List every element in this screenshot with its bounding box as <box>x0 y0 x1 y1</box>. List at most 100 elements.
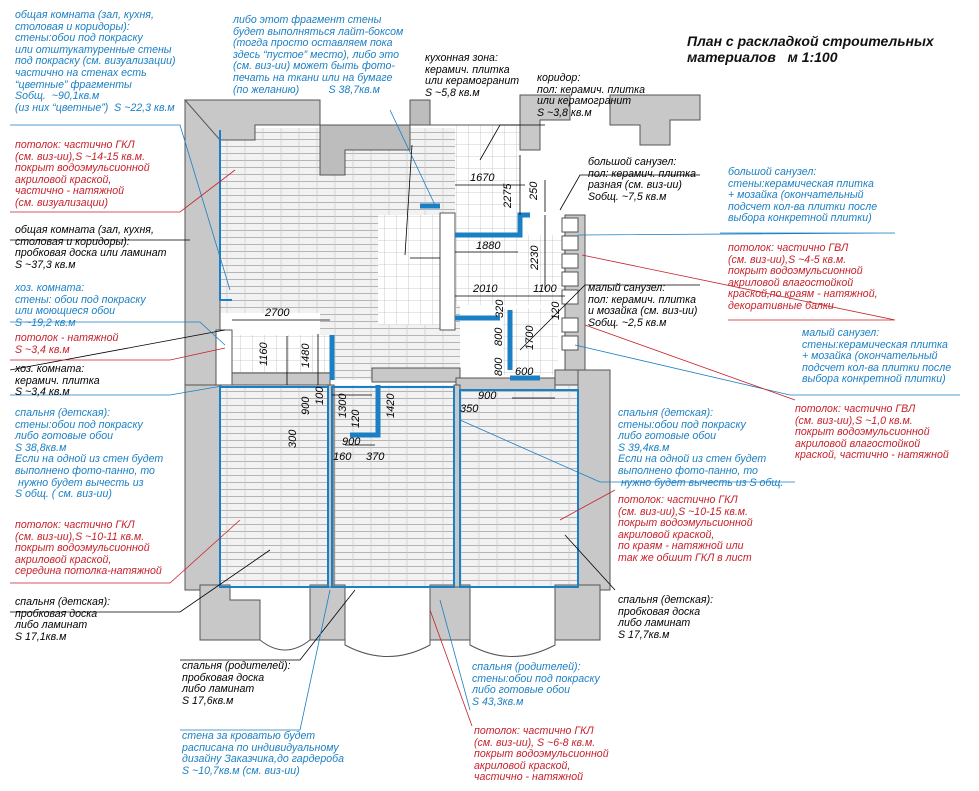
kids-bedroom-right-floor <box>460 385 578 587</box>
floor-areas <box>220 125 578 587</box>
leader-corridor <box>479 124 545 161</box>
wall-right <box>577 369 611 591</box>
dim-800-top: 800 <box>493 327 505 346</box>
rleader-kids-right <box>559 489 616 521</box>
note-kitchen-zone: кухонная зона: керамич. плитка или керам… <box>425 52 520 99</box>
wall-bottom-2 <box>309 584 346 641</box>
rleader-small-bath <box>584 324 796 401</box>
note-bed-wall: стена за кроватью будет расписана по инд… <box>182 730 344 777</box>
kids-right-outline <box>459 389 579 588</box>
dim-1420: 1420 <box>385 393 397 418</box>
note-big-bath-walls: большой санузел: стены:керамическая плит… <box>728 166 878 225</box>
leader-utility <box>9 329 226 371</box>
bleader-utility <box>10 321 226 346</box>
wall-utility-bottom <box>219 372 331 386</box>
kids-left-outline <box>219 386 329 588</box>
leader-big-bath <box>559 174 700 211</box>
leader-kids-right <box>564 534 616 591</box>
rleader-big-bath <box>581 254 896 321</box>
bleader-kids-left <box>10 385 223 396</box>
window-bays <box>259 100 556 657</box>
dim-120-right: 120 <box>550 301 562 320</box>
note-common-room-walls: общая комната (зал, кухня, столовая и ко… <box>15 9 176 114</box>
note-utility-floor: хоз. комната: керамич. плитка S ~3,4 кв.… <box>15 363 100 399</box>
note-kids-left-ceiling: потолок: частично ГКЛ (см. виз-ии),S ~10… <box>15 519 162 578</box>
wall-blocks <box>561 217 579 351</box>
dim-900-right: 900 <box>478 390 497 402</box>
note-common-floor: общая комната (зал, кухня, столовая и ко… <box>15 224 167 271</box>
wall-left-lower <box>184 384 221 591</box>
dim-100: 100 <box>314 386 326 405</box>
big-bath-tiles <box>455 235 565 305</box>
kitchen-counter <box>439 212 456 331</box>
note-kids-right-floor: спальня (детская): пробковая доска либо … <box>618 594 714 641</box>
dim-370: 370 <box>366 451 385 463</box>
window-top <box>429 100 521 126</box>
dim-160: 160 <box>333 451 352 463</box>
wall-left <box>184 99 221 391</box>
window-bay-2 <box>344 600 431 657</box>
dim-1300: 1300 <box>337 393 349 418</box>
wall-top-corridor <box>519 94 571 151</box>
dim-1100: 1100 <box>533 283 557 295</box>
parents-bedroom-floor <box>332 385 454 587</box>
note-small-bath-walls: малый санузел: стены:керамическая плитка… <box>802 327 952 386</box>
dim-2010: 2010 <box>473 283 498 295</box>
bleader-common <box>10 124 231 291</box>
dim-2230: 2230 <box>529 245 541 270</box>
note-kids-left-walls: спальня (детская): стены:обои под покрас… <box>15 407 164 501</box>
dim-2275: 2275 <box>502 183 514 208</box>
kids-bedroom-left-floor <box>220 385 328 587</box>
leader-kids-left <box>10 549 271 613</box>
note-kids-right-ceiling: потолок: частично ГКЛ (см. виз-ии),S ~10… <box>618 494 753 564</box>
note-big-bath-ceiling: потолок: частично ГВЛ (см. виз-ии),S ~4-… <box>728 242 878 312</box>
plan-title: План с раскладкой строительных материало… <box>687 33 934 65</box>
dim-600: 600 <box>515 366 534 378</box>
note-utility-walls: хоз. комната: стены: обои под покраску и… <box>15 282 146 329</box>
dim-900-left: 900 <box>300 396 312 415</box>
rleader-kids-left <box>10 519 241 584</box>
leader-small-bath <box>519 284 700 351</box>
note-parents-ceiling: потолок: частично ГКЛ (см. виз-ии), S ~6… <box>474 725 609 784</box>
wall-bedroom-top <box>371 367 461 383</box>
red-leaders <box>10 169 896 727</box>
note-parents-walls: спальня (родителей): стены:обои под покр… <box>472 661 600 708</box>
partition-5 <box>350 385 381 438</box>
note-parents-floor: спальня (родителей): пробковая доска либ… <box>182 660 291 707</box>
note-corridor: коридор: пол: керамич. плитка или керамо… <box>537 72 645 119</box>
blue-leaders <box>10 109 960 731</box>
bleader-bed-wall <box>180 589 331 731</box>
rleader-parents <box>429 609 473 727</box>
wall-kids-right-top <box>455 377 556 391</box>
dim-300: 300 <box>287 429 299 448</box>
parents-outline <box>331 386 455 588</box>
dim-250: 250 <box>528 181 540 200</box>
dim-800-bottom: 800 <box>493 357 505 376</box>
bleader-big-bath <box>577 232 896 236</box>
bleader-lightbox <box>389 109 436 206</box>
note-kids-right-walls: спальня (детская): стены:обои под покрас… <box>618 407 784 489</box>
bleader-parents <box>439 599 471 711</box>
dim-1700: 1700 <box>524 325 536 350</box>
leader-parents <box>180 589 356 661</box>
dim-2700: 2700 <box>265 307 290 319</box>
wall-bottom-4 <box>554 584 601 641</box>
bleader-kids-right <box>459 419 795 483</box>
rleader-common <box>10 169 236 213</box>
dim-320: 320 <box>494 299 506 318</box>
rleader-utility <box>10 347 226 361</box>
note-kids-left-floor: спальня (детская): пробковая доска либо … <box>15 596 111 643</box>
note-small-bath-ceiling: потолок: частично ГВЛ (см. виз-ии),S ~1,… <box>795 403 949 462</box>
window-bay-3 <box>469 600 556 657</box>
leader-lines <box>9 124 700 661</box>
dim-120-mid: 120 <box>350 409 362 428</box>
window-bay-1 <box>259 600 311 651</box>
note-small-bath-floor: малый санузел: пол: керамич. плитка и мо… <box>588 282 698 329</box>
wall-bottom-3 <box>429 584 471 641</box>
room-outlines <box>219 130 579 588</box>
note-common-ceiling: потолок: частично ГКЛ (см. виз-ии),S ~14… <box>15 139 150 209</box>
dim-1160: 1160 <box>258 342 270 366</box>
wall-bottom-1 <box>199 584 261 641</box>
new-partitions <box>329 203 540 438</box>
